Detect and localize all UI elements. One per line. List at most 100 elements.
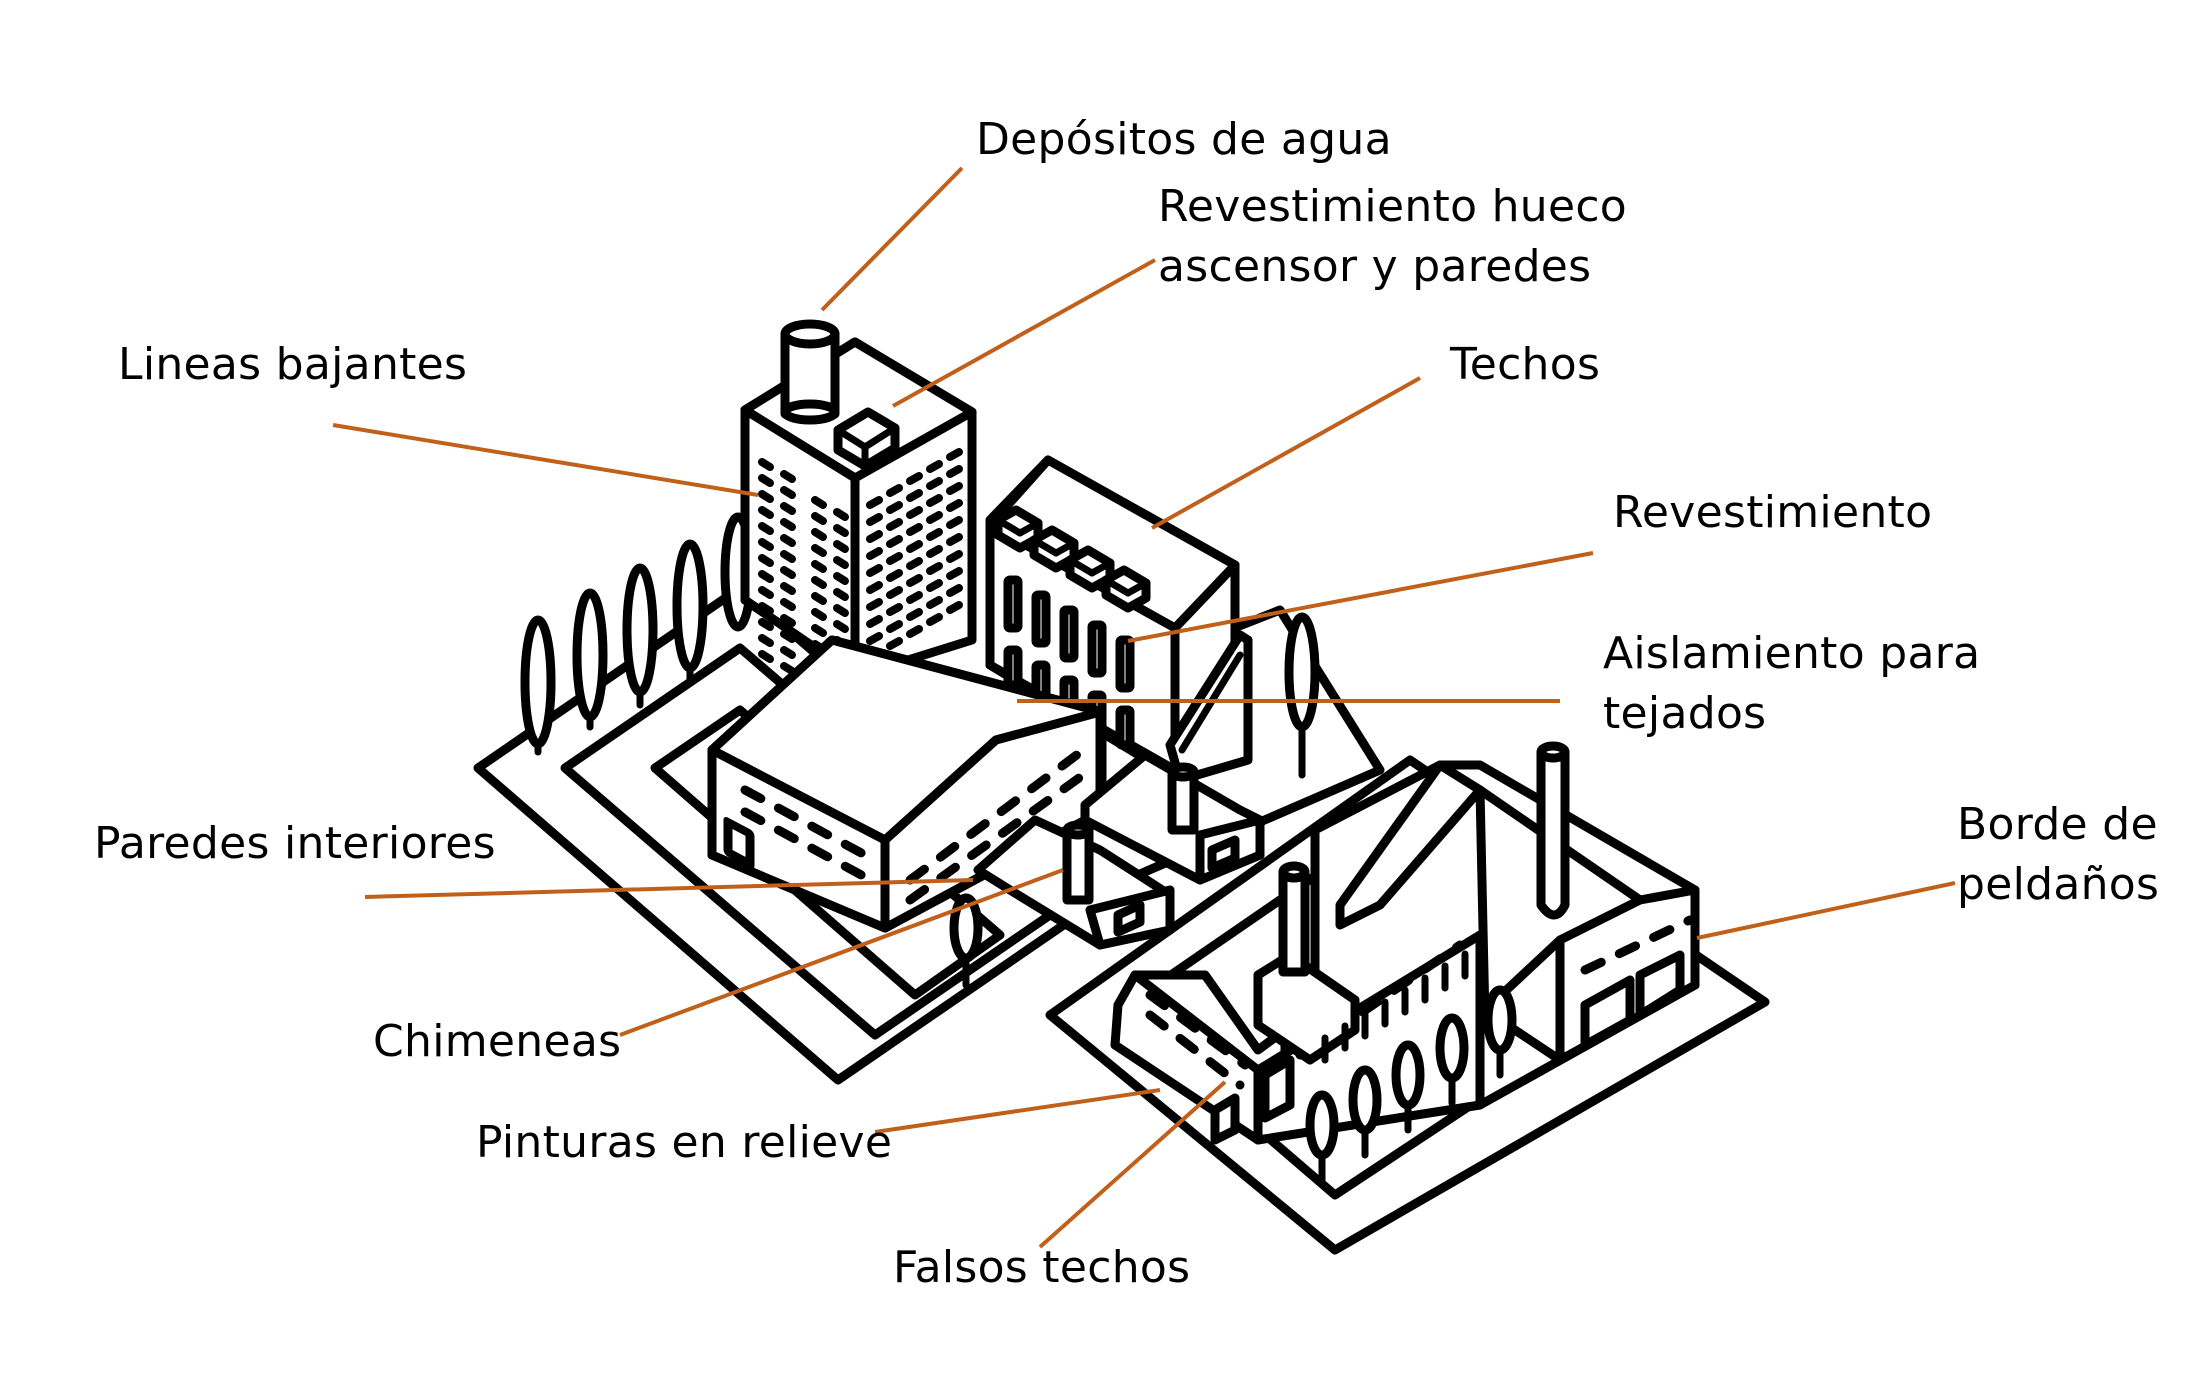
window-dot — [886, 569, 903, 582]
window-dot — [780, 614, 796, 627]
tree-icon — [1391, 1040, 1425, 1110]
label-borde-de-peldanos: Borde de peldaños — [1957, 795, 2159, 915]
window-dot — [886, 535, 903, 548]
window-dot — [946, 499, 963, 512]
window-dot — [780, 534, 796, 547]
window-dot — [926, 528, 943, 541]
window-dot — [946, 584, 963, 597]
window-dot — [780, 470, 796, 483]
window-dot — [780, 550, 796, 563]
window-dot — [906, 523, 923, 536]
tree-icon — [1284, 612, 1320, 779]
window-dot — [811, 512, 827, 525]
window-dot — [926, 596, 943, 609]
window-dot — [780, 662, 796, 675]
window-dot — [886, 518, 903, 531]
window — [1115, 635, 1135, 693]
window — [1115, 705, 1135, 750]
window-dot — [758, 458, 774, 471]
tree-icon — [572, 588, 608, 731]
window-dot — [946, 567, 963, 580]
chimney-icon — [1062, 820, 1094, 905]
window-dot — [758, 554, 774, 567]
window-dot — [926, 579, 943, 592]
window-dot — [866, 496, 883, 509]
leader-chimeneas — [619, 868, 1064, 1037]
window-dot — [758, 634, 774, 647]
window-dot — [833, 524, 849, 537]
chimney-icon — [1253, 861, 1360, 1065]
window-dot — [926, 511, 943, 524]
factory-building — [1110, 741, 1700, 1145]
window-dot — [926, 494, 943, 507]
window-dot — [926, 460, 943, 473]
window-dot — [946, 601, 963, 614]
window-dot — [780, 486, 796, 499]
window-dot — [946, 448, 963, 461]
small-house-1 — [973, 815, 1175, 950]
window-dot — [886, 637, 903, 650]
window-dot — [886, 501, 903, 514]
leader-pinturas — [874, 1088, 1161, 1134]
window-dot — [758, 490, 774, 503]
leader-revestimiento — [1127, 551, 1594, 643]
window-dot — [833, 588, 849, 601]
window-dot — [946, 533, 963, 546]
window-dot — [780, 502, 796, 515]
window-dot — [906, 625, 923, 638]
window-dot — [886, 552, 903, 565]
rooftop-units — [993, 505, 1151, 613]
window-dot — [833, 620, 849, 633]
window-dot — [906, 591, 923, 604]
window-dot — [758, 506, 774, 519]
window-dot — [926, 562, 943, 575]
window-dot — [926, 545, 943, 558]
window-dot — [811, 496, 827, 509]
window-dot — [906, 608, 923, 621]
window-dot — [780, 598, 796, 611]
window-dot — [946, 516, 963, 529]
window-dot — [866, 615, 883, 628]
window-dot — [758, 650, 774, 663]
window-dot — [758, 522, 774, 535]
leader-depositos — [820, 166, 964, 312]
water-tank-icon — [780, 319, 840, 425]
window-dot — [946, 482, 963, 495]
label-revestimiento-hueco: Revestimiento hueco ascensor y paredes — [1158, 177, 1627, 297]
window-dot — [946, 550, 963, 563]
tree-icon — [949, 893, 983, 989]
label-aislamiento-para-tejados: Aislamiento para tejados — [1603, 624, 1980, 744]
window — [1003, 645, 1023, 690]
label-line-1: Borde de — [1957, 799, 2158, 850]
window-dot — [758, 538, 774, 551]
window-dot — [866, 547, 883, 560]
window-dot — [811, 624, 827, 637]
window-dot — [833, 556, 849, 569]
tree-icon — [520, 615, 556, 756]
window-dot — [780, 566, 796, 579]
window-dot — [758, 570, 774, 583]
label-line-2: peldaños — [1957, 859, 2160, 910]
leader-borde — [1696, 881, 1956, 940]
window-dot — [833, 572, 849, 585]
window-dot — [758, 586, 774, 599]
label-line-2: tejados — [1603, 688, 1767, 739]
tower-building — [740, 319, 977, 681]
window-dot — [886, 603, 903, 616]
window-dot — [906, 489, 923, 502]
window-dot — [866, 581, 883, 594]
window-dot — [811, 560, 827, 573]
label-line-1: Revestimiento hueco — [1158, 181, 1628, 232]
elevator-shaft-box — [833, 407, 900, 471]
label-chimeneas: Chimeneas — [373, 1016, 622, 1067]
window-dot — [833, 508, 849, 521]
small-house-2 — [1080, 750, 1265, 885]
tree-icon — [672, 539, 708, 684]
window-dot — [906, 506, 923, 519]
window-dot — [780, 646, 796, 659]
tree-icon — [1435, 1013, 1469, 1083]
window-dot — [833, 540, 849, 553]
window — [1031, 590, 1051, 648]
window-dot — [886, 620, 903, 633]
